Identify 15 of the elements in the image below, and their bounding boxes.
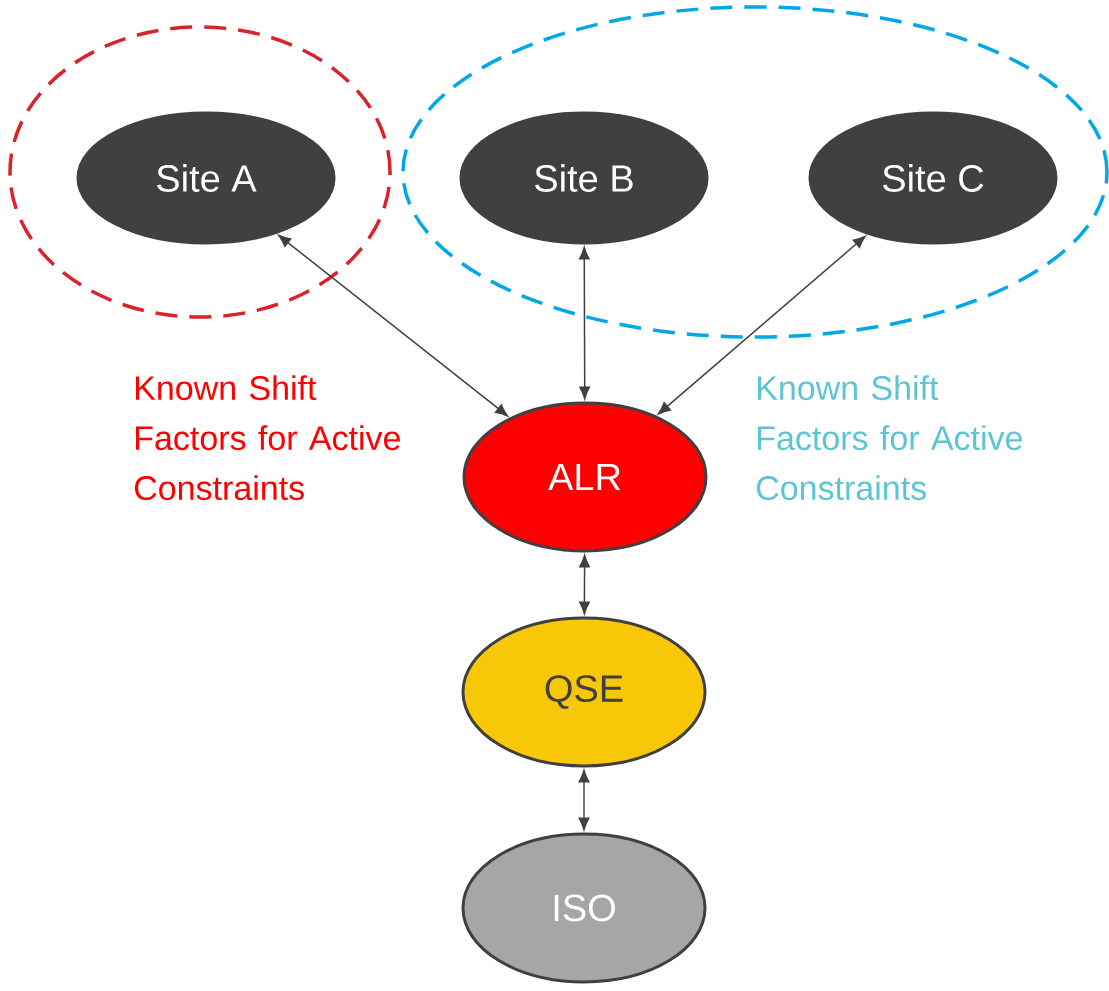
ellipse-node: Site A bbox=[76, 111, 336, 245]
arrow bbox=[657, 235, 866, 415]
dashed-group-ellipse bbox=[8, 25, 392, 319]
ellipse-node: Site C bbox=[808, 111, 1058, 245]
annotation-text: Known Shift Factors for Active Constraints bbox=[756, 375, 1022, 501]
dashed-group-ellipse bbox=[401, 5, 1109, 339]
annotation-text: Known Shift Factors for Active Constraints bbox=[134, 375, 400, 501]
arrow bbox=[578, 246, 591, 400]
arrow bbox=[278, 234, 509, 417]
ellipse-node: QSE bbox=[461, 616, 707, 768]
ellipse-node: Site B bbox=[459, 111, 709, 245]
ellipse-node: ALR bbox=[462, 401, 708, 553]
arrow bbox=[579, 554, 590, 615]
ellipse-node: ISO bbox=[461, 832, 707, 984]
arrow bbox=[578, 769, 590, 831]
